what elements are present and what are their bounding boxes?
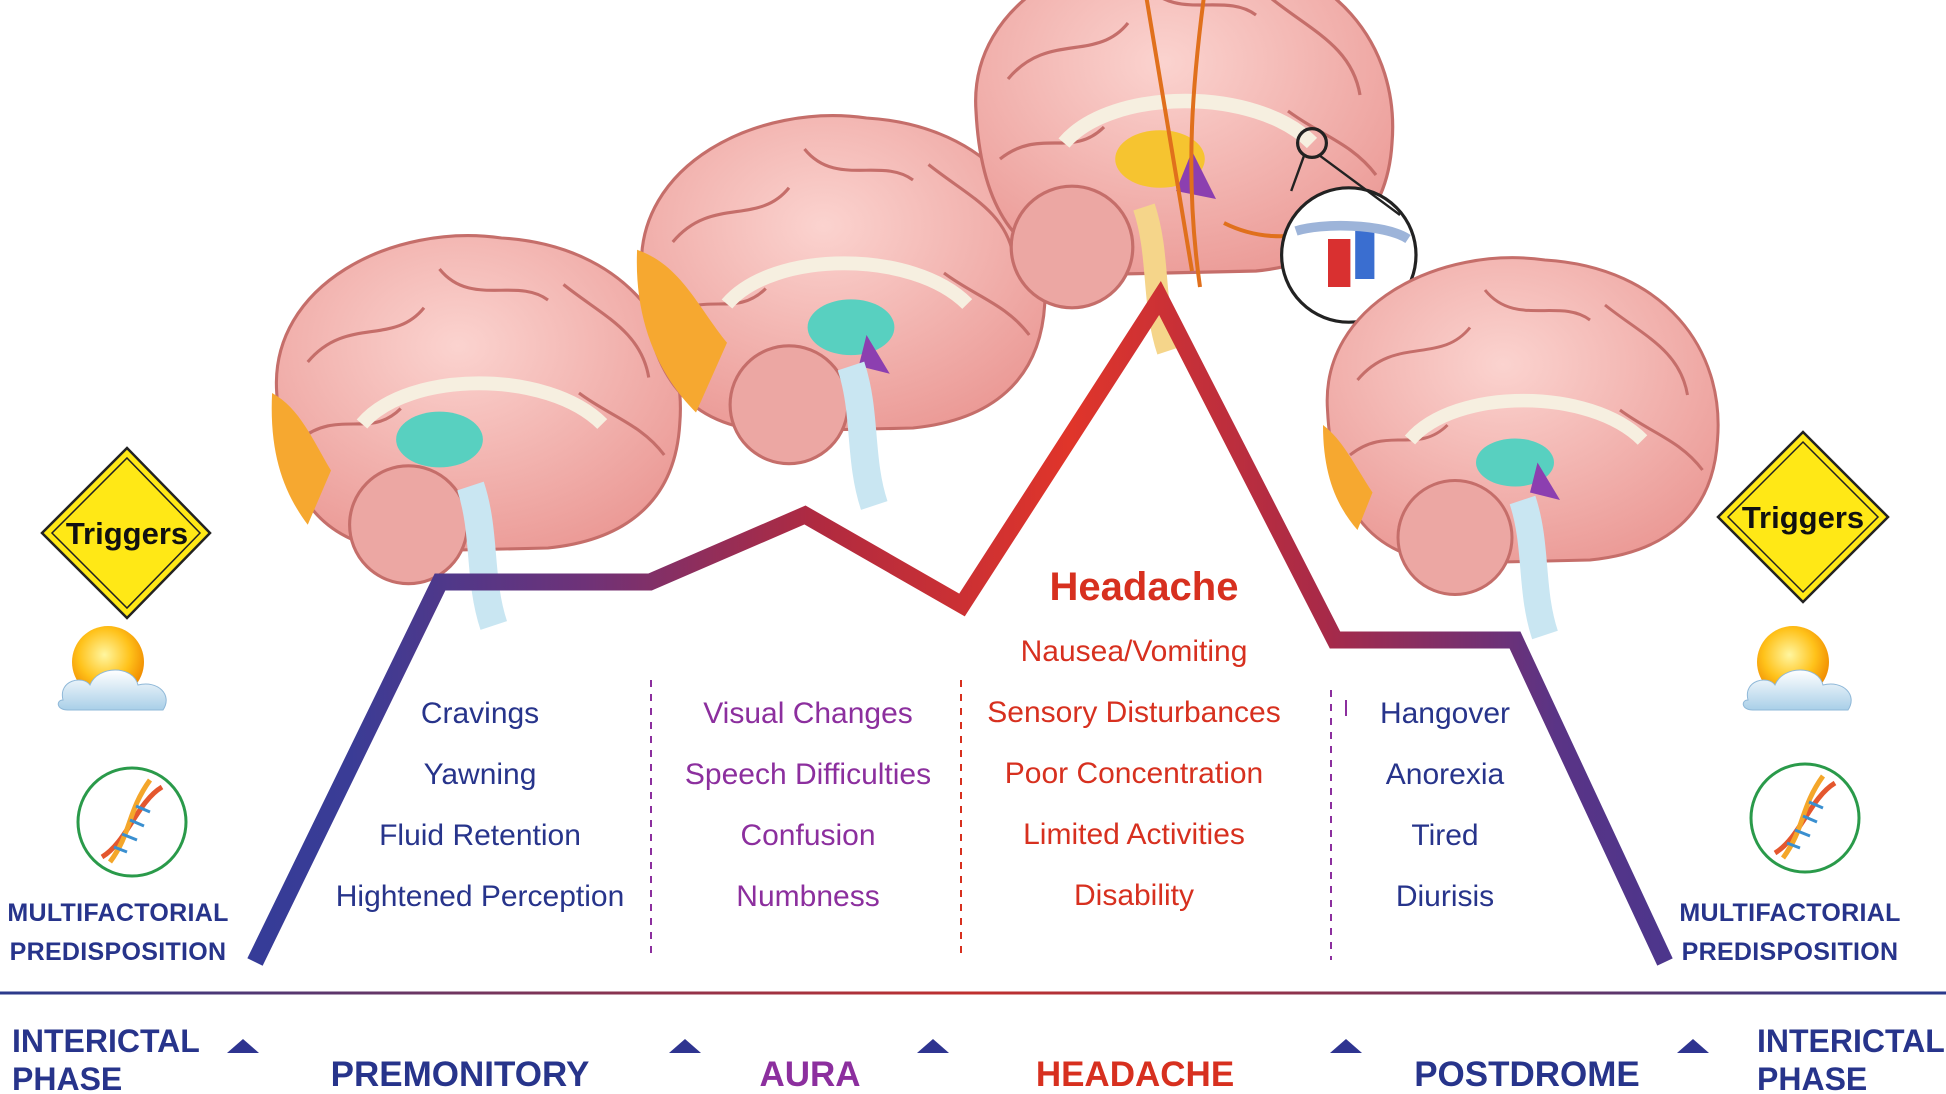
list-item: Nausea/Vomiting: [1021, 635, 1248, 668]
phase-markers: [227, 1039, 1709, 1053]
triggers-label: Triggers: [66, 516, 188, 551]
phase-label-aura: AURA: [759, 1055, 860, 1094]
interictal-left: INTERICTAL PHASE: [12, 1023, 200, 1094]
predisposition-left: MULTIFACTORIAL PREDISPOSITION: [7, 899, 228, 966]
sun-cloud-icon: [1742, 626, 1852, 711]
list-item: Poor Concentration: [1005, 757, 1264, 790]
list-item: Yawning: [424, 758, 537, 791]
migraine-timeline-curve: [247, 281, 1673, 966]
predisposition-line1: MULTIFACTORIAL: [1679, 899, 1900, 927]
headache-title: Headache: [1050, 565, 1239, 609]
phase-marker-icon: [669, 1039, 701, 1053]
phase-marker-icon: [917, 1039, 949, 1053]
phase-label-headache: HEADACHE: [1036, 1055, 1234, 1094]
phase-label-postdrome: POSTDROME: [1414, 1055, 1640, 1094]
list-item: Anorexia: [1386, 758, 1505, 791]
phase-marker-icon: [1330, 1039, 1362, 1053]
diamond-sign-icon: [1716, 430, 1890, 604]
symptoms-headache: Nausea/Vomiting Sensory Disturbances Poo…: [987, 635, 1280, 912]
sun-cloud-icon: [57, 626, 167, 711]
list-item: Hangover: [1380, 697, 1510, 730]
triggers-sign-right: Triggers: [1716, 430, 1890, 604]
interictal-line2: PHASE: [1757, 1061, 1867, 1094]
brain-icon-premonitory: [271, 234, 682, 630]
symptoms-aura: Visual Changes Speech Difficulties Confu…: [685, 697, 931, 913]
phase-marker-icon: [227, 1039, 259, 1053]
symptoms-premonitory: Cravings Yawning Fluid Retention Highten…: [336, 697, 625, 913]
list-item: Confusion: [740, 819, 875, 852]
list-item: Hightened Perception: [336, 880, 625, 913]
list-item: Limited Activities: [1023, 818, 1245, 851]
brain-icon-aura: [636, 114, 1047, 510]
brain-icon-postdrome: [1323, 256, 1720, 640]
predisposition-right: MULTIFACTORIAL PREDISPOSITION: [1679, 899, 1900, 966]
predisposition-line1: MULTIFACTORIAL: [7, 899, 228, 927]
list-item: Fluid Retention: [379, 819, 581, 852]
predisposition-line2: PREDISPOSITION: [1682, 938, 1899, 966]
dna-icon: [76, 766, 188, 878]
interictal-line2: PHASE: [12, 1061, 122, 1094]
predisposition-line2: PREDISPOSITION: [10, 938, 227, 966]
list-item: Diurisis: [1396, 880, 1494, 913]
phase-marker-icon: [1677, 1039, 1709, 1053]
brain-icon-headache: [974, 0, 1418, 355]
list-item: Sensory Disturbances: [987, 696, 1280, 729]
dna-icon: [1749, 762, 1861, 874]
symptoms-postdrome: Hangover Anorexia Tired Diurisis: [1380, 697, 1510, 913]
list-item: Tired: [1411, 819, 1478, 852]
list-item: Visual Changes: [703, 697, 913, 730]
interictal-right: INTERICTAL PHASE: [1757, 1023, 1945, 1094]
interictal-line1: INTERICTAL: [1757, 1023, 1945, 1059]
list-item: Cravings: [421, 697, 539, 730]
list-item: Disability: [1074, 879, 1194, 912]
triggers-label: Triggers: [1742, 500, 1864, 535]
interictal-line1: INTERICTAL: [12, 1023, 200, 1059]
list-item: Numbness: [736, 880, 879, 913]
list-item: Speech Difficulties: [685, 758, 931, 791]
phase-label-premonitory: PREMONITORY: [331, 1055, 590, 1094]
diamond-sign-icon: [40, 446, 212, 620]
triggers-sign-left: Triggers: [40, 446, 212, 620]
